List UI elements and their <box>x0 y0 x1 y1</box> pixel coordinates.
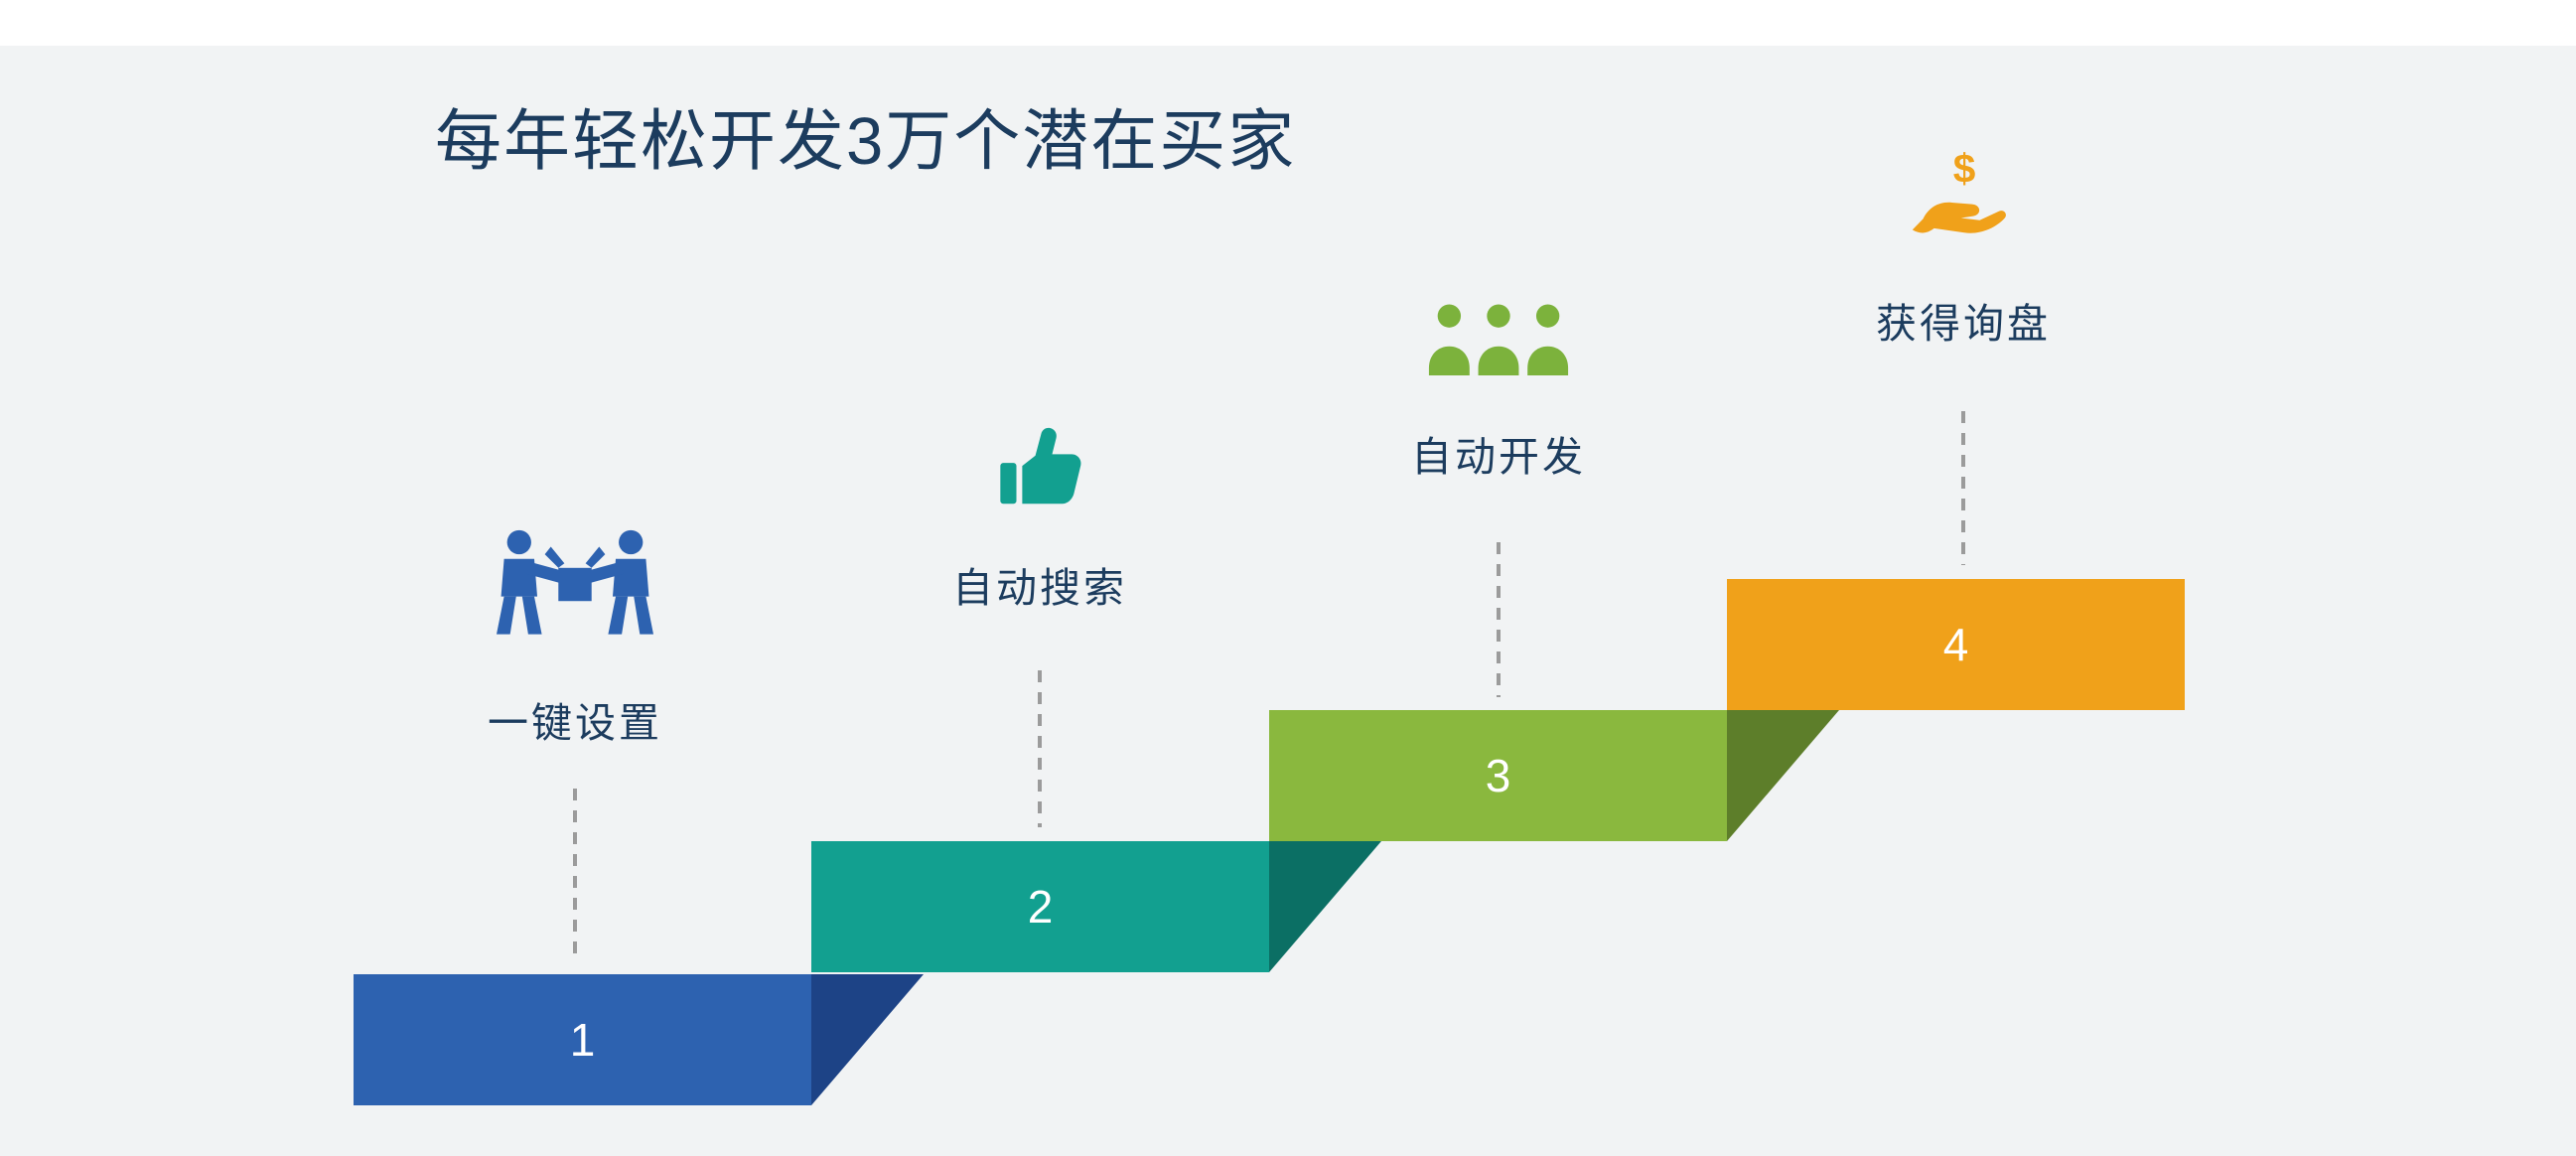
step-1-number: 1 <box>569 1014 596 1066</box>
step-3-dashed-connector <box>1497 542 1501 697</box>
step-2-number: 2 <box>1027 881 1054 933</box>
step-4-bar: 4 <box>1727 579 2185 710</box>
step-3-number: 3 <box>1485 750 1511 801</box>
team-icon <box>1428 304 1569 375</box>
step-4-number: 4 <box>1942 619 1969 670</box>
page-title: 每年轻松开发3万个潜在买家 <box>435 104 1297 179</box>
step-1-dashed-connector <box>573 789 577 959</box>
step-3-icon-wrap <box>1426 303 1571 375</box>
step-3-label: 自动开发 <box>1411 434 1586 480</box>
step-1-icon-wrap <box>497 528 653 638</box>
step-4-icon-wrap: $ <box>1907 149 2022 244</box>
step-2-label: 自动搜索 <box>952 565 1127 611</box>
step-3-bar: 3 <box>1269 710 1727 841</box>
step-2-fold <box>1269 841 1381 972</box>
step-1-fold <box>811 974 924 1105</box>
step-1-label: 一键设置 <box>488 700 662 746</box>
thumbs-up-icon <box>1000 427 1081 505</box>
step-3-fold <box>1727 710 1839 841</box>
step-2-bar: 2 <box>811 841 1269 972</box>
top-strip <box>0 0 2576 46</box>
hand-receiving-money-icon: $ <box>1912 149 2006 233</box>
step-1-bar: 1 <box>354 974 811 1105</box>
step-2-dashed-connector <box>1038 670 1042 827</box>
step-4-dashed-connector <box>1961 411 1965 565</box>
step-2-icon-wrap <box>993 422 1086 515</box>
people-carrying-box-icon <box>497 529 653 635</box>
svg-text:$: $ <box>1953 149 1976 192</box>
step-4-label: 获得询盘 <box>1876 301 2051 347</box>
